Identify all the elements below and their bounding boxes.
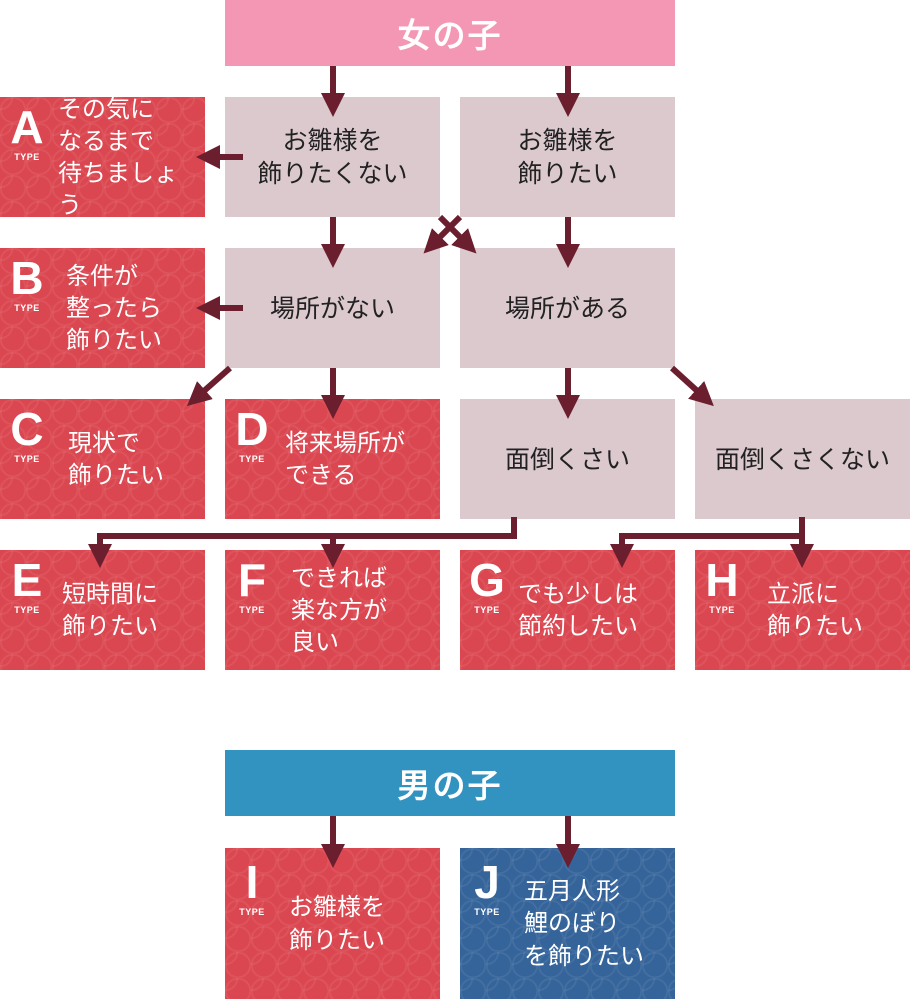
type-d-letter: D <box>235 403 269 455</box>
question-not-bothersome-label: 面倒くさくない <box>714 444 890 474</box>
type-a-letter: A <box>10 101 44 153</box>
question-want-display: お雛様を 飾りたい <box>460 97 675 217</box>
type-d-box: D TYPE 将来場所が できる <box>225 399 440 519</box>
arrow-cross-1 <box>437 214 477 254</box>
type-g-box: G TYPE でも少しは 節約したい <box>460 550 675 670</box>
arrow-noplace-to-c <box>187 365 232 406</box>
boy-header: 男の子 <box>225 750 675 816</box>
type-d-tag: TYPE <box>239 454 265 464</box>
question-bothersome-label: 面倒くさい <box>504 444 630 474</box>
type-i-letter: I <box>245 856 259 908</box>
type-j-box: J TYPE 五月人形 鯉のぼり を飾りたい <box>460 848 675 999</box>
type-i-tag: TYPE <box>239 907 265 917</box>
type-d-text: 将来場所が できる <box>285 428 405 489</box>
type-c-tag: TYPE <box>14 454 40 464</box>
question-bothersome: 面倒くさい <box>460 399 675 519</box>
arrow-cross-2 <box>423 214 463 254</box>
type-f-tag: TYPE <box>239 605 265 615</box>
type-a-tag: TYPE <box>14 152 40 162</box>
type-b-tag: TYPE <box>14 303 40 313</box>
type-i-box: I TYPE お雛様を 飾りたい <box>225 848 440 999</box>
type-h-letter: H <box>705 554 739 606</box>
type-h-text: 立派に 飾りたい <box>767 579 863 640</box>
question-has-place: 場所がある <box>460 248 675 368</box>
type-h-tag: TYPE <box>709 605 735 615</box>
arrow-bother-branch <box>88 517 517 568</box>
type-i-text: お雛様を 飾りたい <box>289 893 385 954</box>
type-g-tag: TYPE <box>474 605 500 615</box>
type-c-letter: C <box>10 403 44 455</box>
question-no-display: お雛様を 飾りたくない <box>225 97 440 217</box>
boy-title: 男の子 <box>397 766 503 805</box>
type-f-box: F TYPE できれば 楽な方が 良い <box>225 550 440 670</box>
arrow-hasplace-to-nobother <box>669 365 714 407</box>
type-c-box: C TYPE 現状で 飾りたい <box>0 399 205 519</box>
type-a-box: A TYPE その気に なるまで 待ちましょう <box>0 94 205 220</box>
type-e-box: E TYPE 短時間に 飾りたい <box>0 550 205 670</box>
type-b-letter: B <box>10 252 44 304</box>
type-g-text: でも少しは 節約したい <box>518 579 638 640</box>
girl-header: 女の子 <box>225 0 675 66</box>
question-has-place-label: 場所がある <box>504 293 630 323</box>
type-h-box: H TYPE 立派に 飾りたい <box>695 550 910 670</box>
type-e-tag: TYPE <box>14 605 40 615</box>
type-c-text: 現状で 飾りたい <box>68 428 164 489</box>
type-e-letter: E <box>11 554 43 606</box>
girl-title: 女の子 <box>397 16 503 55</box>
type-j-letter: J <box>474 856 500 908</box>
type-a-text: その気に なるまで 待ちましょう <box>58 94 178 220</box>
type-j-text: 五月人形 鯉のぼり を飾りたい <box>524 877 644 970</box>
type-g-letter: G <box>469 554 505 606</box>
type-f-text: できれば 楽な方が 良い <box>291 563 387 657</box>
question-no-place: 場所がない <box>225 248 440 368</box>
type-b-box: B TYPE 条件が 整ったら 飾りたい <box>0 248 205 368</box>
question-want-display-label: お雛様を 飾りたい <box>517 126 618 188</box>
question-no-display-label: お雛様を 飾りたくない <box>257 126 408 188</box>
question-no-place-label: 場所がない <box>269 293 395 323</box>
type-b-text: 条件が 整ったら 飾りたい <box>66 261 162 355</box>
question-not-bothersome: 面倒くさくない <box>695 399 910 519</box>
arrow-nobother-branch <box>610 517 805 568</box>
type-e-text: 短時間に 飾りたい <box>62 579 158 640</box>
type-f-letter: F <box>237 554 267 606</box>
type-j-tag: TYPE <box>474 907 500 917</box>
